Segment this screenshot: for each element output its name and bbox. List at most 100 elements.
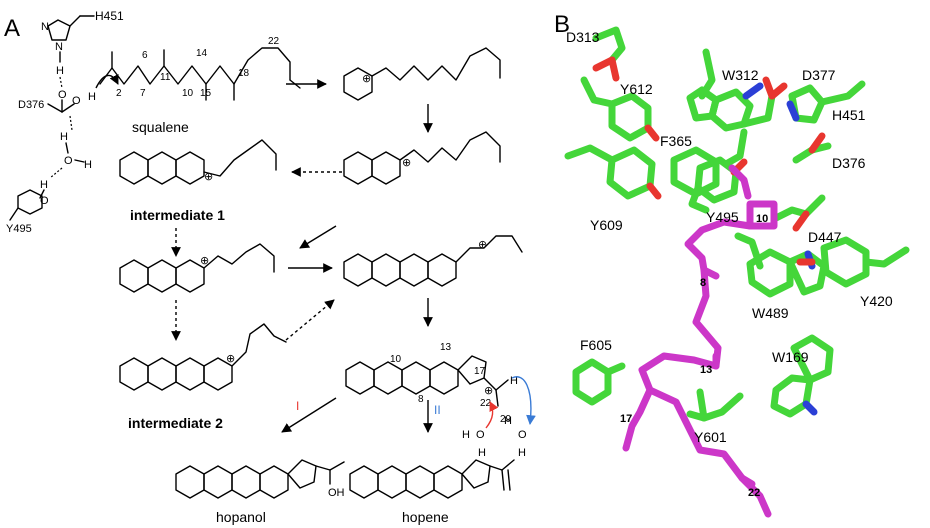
- hopanol-oh: OH: [328, 487, 345, 499]
- residue-labels: D313 Y612 W312 D377 F365 H451 D376 Y609 …: [566, 29, 893, 445]
- ligand-pos-8: 8: [700, 277, 706, 289]
- label-d313: D313: [566, 29, 600, 45]
- catalytic-residues: H451 N N H O D376 O H H O H H: [6, 9, 124, 235]
- residue-f605: [572, 358, 626, 406]
- panel-a: A H451 N N H O D376 O H H O: [4, 9, 536, 525]
- label-w169: W169: [772, 349, 809, 365]
- tricyclic-charge: ⊕: [200, 255, 209, 267]
- cation-1-charge: ⊕: [362, 73, 371, 85]
- residue-f365: [670, 128, 748, 198]
- intermediate-2-structure: ⊕: [119, 323, 287, 391]
- int1-charge: ⊕: [204, 171, 213, 183]
- intermediate-1-label: intermediate 1: [130, 207, 225, 223]
- residue-d377: [740, 76, 788, 128]
- tetracyclic-charge: ⊕: [478, 239, 487, 251]
- panel-a-letter: A: [4, 15, 20, 42]
- squalene-label: squalene: [132, 119, 189, 135]
- tricyclic-cation: ⊕: [119, 243, 275, 293]
- intermediate-2-label: intermediate 2: [128, 415, 223, 431]
- residue-d313: [592, 26, 626, 82]
- tyr495-label: Y495: [6, 223, 32, 235]
- water-1-h1: H: [462, 429, 470, 441]
- asp376-label: D376: [18, 99, 44, 111]
- imidazole-ring: [47, 19, 71, 41]
- residue-w169: [770, 334, 834, 418]
- ligand-pos-13: 13: [700, 364, 712, 376]
- squalene-atom-18: 18: [238, 68, 250, 79]
- squalene-atom-14: 14: [196, 48, 208, 59]
- label-d447: D447: [808, 229, 842, 245]
- water-2-o: O: [518, 429, 527, 441]
- hopene-h: H: [510, 375, 518, 387]
- residue-h451: [786, 80, 866, 124]
- hopene-atom-29: 29: [500, 414, 512, 425]
- label-y601: Y601: [694, 429, 727, 445]
- label-w489: W489: [752, 305, 789, 321]
- ligand-pos-22: 22: [748, 487, 760, 499]
- hopene-structure: [349, 459, 515, 499]
- intermediate-1-structure: ⊕: [119, 139, 277, 185]
- squalene-atom-10: 10: [182, 88, 194, 99]
- atom-h-w1: H: [60, 131, 68, 143]
- squalene-atom-15: 15: [200, 88, 212, 99]
- hopene-atom-10: 10: [390, 354, 402, 365]
- label-d377: D377: [802, 67, 836, 83]
- label-d376: D376: [832, 155, 866, 171]
- ligand-pos-17: 17: [620, 413, 632, 425]
- atom-h-tyr: H: [40, 179, 48, 191]
- hopenyl-charge: ⊕: [484, 385, 493, 397]
- his451-label: H451: [95, 9, 124, 23]
- hopenyl-cation: ⊕ 10 8 13 17 22 29 H O H H O H H: [345, 342, 536, 459]
- atom-o-tyr: O: [40, 195, 49, 207]
- hopene-label: hopene: [402, 509, 449, 525]
- hopene-atom-17: 17: [474, 366, 486, 377]
- atom-n-2: N: [55, 41, 63, 53]
- hopanol-structure: OH: [175, 459, 345, 499]
- residue-d376: [792, 132, 832, 164]
- arrow-to-hopanol: [281, 397, 337, 433]
- route-ii-label: II: [434, 403, 441, 417]
- label-y495: Y495: [706, 209, 739, 225]
- atom-o-water: O: [64, 155, 73, 167]
- squalene-atom-2: 2: [116, 88, 122, 99]
- squalene-structure: 2 6 7 10 11 14 15 18 22: [99, 36, 301, 101]
- ligand-pos-10: 10: [756, 213, 768, 225]
- water-1-o: O: [476, 429, 485, 441]
- cation-ab-ring: ⊕: [343, 131, 501, 185]
- ligand-substrate: 10 8 13 17 22: [620, 164, 778, 518]
- panel-b: B: [554, 11, 910, 518]
- squalene-atom-6: 6: [142, 50, 148, 61]
- route-i-label: I: [296, 399, 299, 413]
- water-2-h1: H: [504, 415, 512, 427]
- water-1-h2: H: [478, 447, 486, 459]
- label-f605: F605: [580, 337, 612, 353]
- panel-b-letter: B: [554, 11, 570, 38]
- residue-w312: [686, 48, 764, 132]
- attack-arrow-red: [485, 401, 499, 429]
- hopene-atom-8: 8: [418, 394, 424, 405]
- arrow-3: [299, 225, 337, 249]
- arrow-dashed-from-int2: [285, 299, 335, 341]
- hopanol-label: hopanol: [216, 509, 266, 525]
- deprotonation-arrow-blue: [511, 376, 536, 425]
- label-f365: F365: [660, 133, 692, 149]
- cation-a-ring: ⊕: [343, 47, 501, 101]
- atom-o-asp1: O: [58, 89, 67, 101]
- label-h451: H451: [832, 107, 866, 123]
- label-y612: Y612: [620, 81, 653, 97]
- residue-y612: [580, 76, 660, 142]
- hopene-atom-22: 22: [480, 398, 492, 409]
- label-w312: W312: [722, 67, 759, 83]
- atom-h-his: H: [56, 65, 64, 77]
- squalene-chain: [99, 47, 291, 85]
- label-y609: Y609: [590, 217, 623, 233]
- atom-n-1: N: [41, 21, 49, 33]
- tyr-ring: [17, 189, 43, 215]
- residue-d447: [772, 194, 826, 232]
- squalene-atom-7: 7: [140, 88, 146, 99]
- int2-charge: ⊕: [226, 353, 235, 365]
- atom-h-w2: H: [84, 159, 92, 171]
- hopene-atom-13: 13: [440, 342, 452, 353]
- cation-2-charge: ⊕: [402, 157, 411, 169]
